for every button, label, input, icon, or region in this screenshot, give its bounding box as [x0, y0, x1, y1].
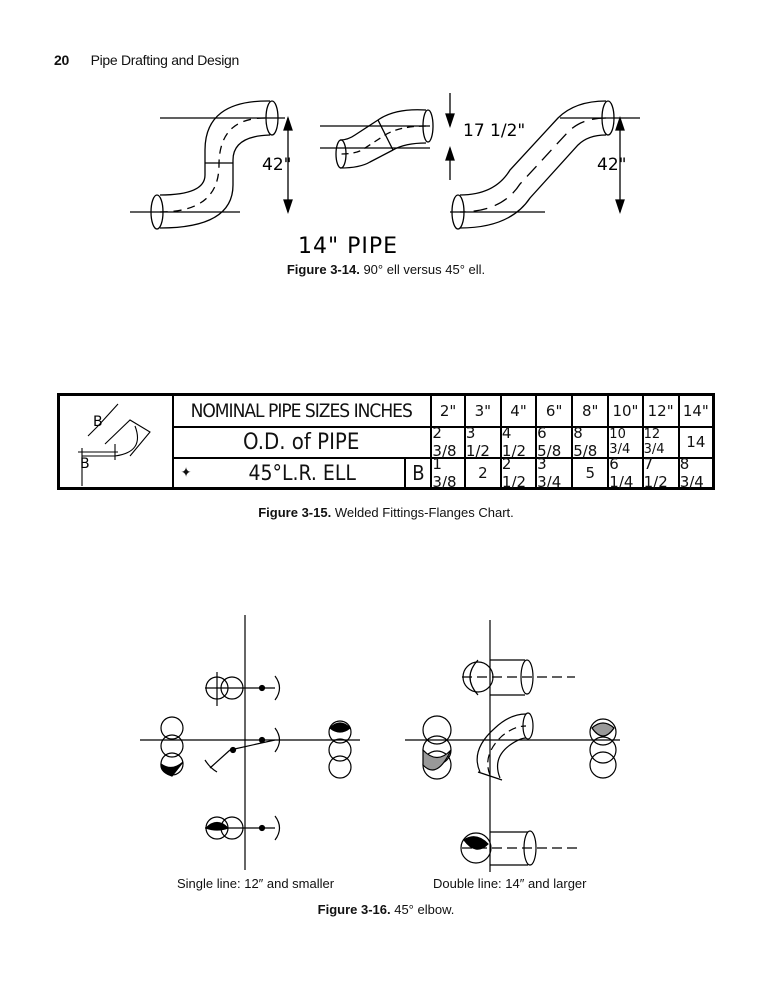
figure-3-16-caption: Figure 3-16. 45° elbow.: [0, 902, 772, 917]
elbow-b-diagram: B B: [78, 403, 151, 486]
nominal-size-cell: 2": [432, 396, 466, 426]
caption-number: Figure 3-16.: [317, 902, 391, 917]
figure-3-14-drawing: 42" 17 1/2" 42" 14" PIPE: [130, 93, 640, 259]
caption-text: 45° elbow.: [390, 902, 455, 917]
ell-b-cell: 2: [466, 458, 502, 487]
ell-label: 45°L.R. ELL: [248, 460, 356, 485]
od-cell: 4 1/2: [502, 424, 538, 460]
nominal-size-cell: 6": [537, 396, 574, 426]
fittings-chart: B B NOMINAL PIPE SIZES INCHES 2" 3" 4" 6…: [57, 393, 715, 491]
running-title: Pipe Drafting and Design: [90, 52, 240, 68]
ell-b-cell: 2 1/2: [502, 455, 538, 491]
ell-b-cell: 5: [573, 458, 610, 487]
caption-text: 90° ell versus 45° ell.: [359, 262, 486, 277]
page-header: 20 Pipe Drafting and Design: [54, 52, 239, 68]
single-line-label: Single line: 12″ and smaller: [177, 876, 335, 891]
od-cell: 14: [686, 433, 706, 451]
pipe-size-label: 14" PIPE: [298, 234, 398, 259]
ell-b-symbol: B: [404, 458, 430, 487]
nominal-size-cell: 4": [502, 396, 538, 426]
figure-3-16-drawing: [140, 615, 620, 872]
double-line-label: Double line: 14″ and larger: [433, 876, 587, 891]
elbow-diagram-cell: B B: [60, 396, 174, 487]
dim-42-right: 42": [597, 155, 626, 175]
od-cell: 10 3/4: [609, 427, 644, 457]
ell-b-cell: 3 3/4: [537, 455, 574, 491]
od-cell: 3 1/2: [466, 424, 502, 460]
caption-number: Figure 3-14.: [286, 262, 360, 277]
caption-text: Welded Fittings-Flanges Chart.: [331, 505, 514, 520]
dim-42-left: 42": [262, 155, 291, 175]
ell-b-cell: 1 3/8: [432, 455, 466, 491]
ell-b-cell: 8 3/4: [679, 454, 704, 491]
ell-row: ✦ 45°L.R. ELL B 1 3/8 2 2 1/2 3 3/4 5 6 …: [172, 454, 712, 491]
od-row: O.D. of PIPE 2 3/8 3 1/2 4 1/2 6 5/8 8 5…: [172, 424, 712, 460]
elbow-label-b-top: B: [93, 414, 103, 430]
nominal-size-header: NOMINAL PIPE SIZES INCHES: [172, 396, 433, 426]
weld-symbol-icon: ✦: [180, 464, 192, 481]
caption-number: Figure 3-15.: [258, 505, 332, 520]
od-cell: 8 5/8: [573, 424, 610, 460]
nominal-size-row: NOMINAL PIPE SIZES INCHES 2" 3" 4" 6" 8"…: [172, 396, 712, 428]
nominal-size-cell: 10": [609, 396, 644, 426]
od-cell: 12 3/4: [644, 427, 680, 457]
ell-b-cell: 6 1/4: [609, 455, 644, 491]
figure-3-14-caption: Figure 3-14. 90° ell versus 45° ell.: [0, 262, 772, 277]
nominal-size-cell: 14": [682, 402, 709, 420]
ell-b-cell: 7 1/2: [644, 455, 680, 491]
ell-header: ✦ 45°L.R. ELL B: [172, 458, 433, 487]
elbow-label-b-left: B: [80, 456, 90, 472]
page-number: 20: [54, 52, 69, 68]
dim-17-half: 17 1/2": [463, 121, 525, 141]
figure-3-15-caption: Figure 3-15. Welded Fittings-Flanges Cha…: [0, 505, 772, 520]
od-cell: 6 5/8: [537, 424, 574, 460]
nominal-size-cell: 3": [466, 396, 502, 426]
nominal-size-cell: 12": [644, 396, 680, 426]
nominal-size-cell: 8": [573, 396, 610, 426]
od-cell: 2 3/8: [432, 424, 466, 460]
od-header: O.D. of PIPE: [172, 427, 433, 457]
